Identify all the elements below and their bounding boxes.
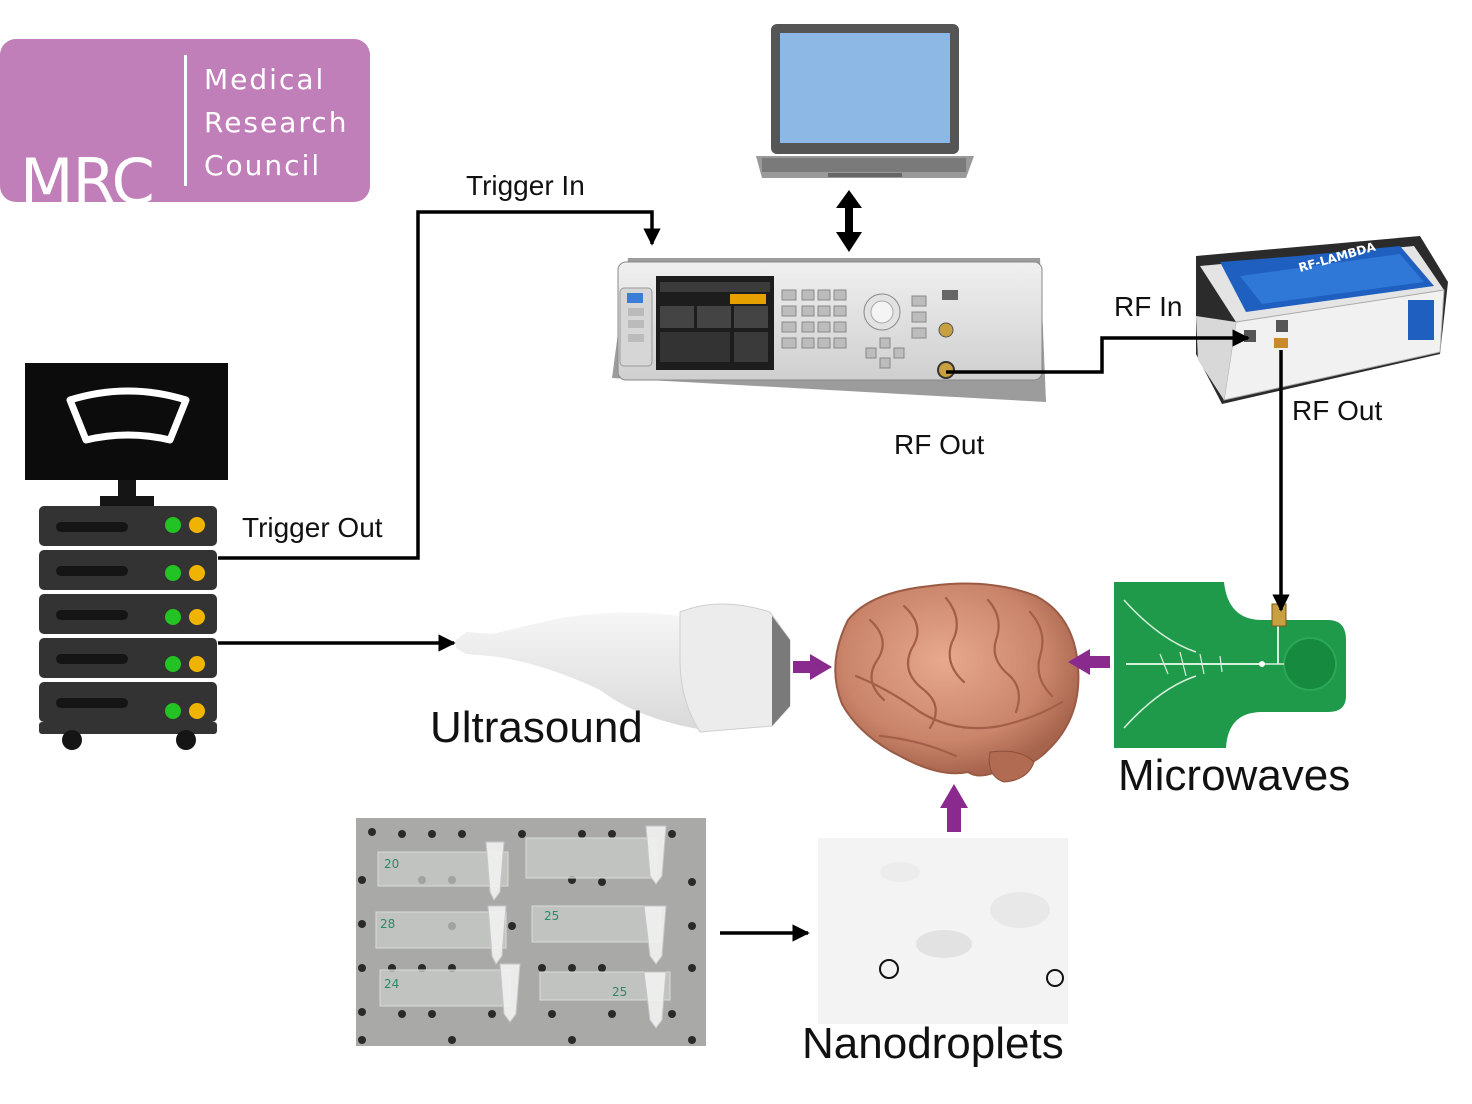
rf-out-amplifier-label: RF Out (1292, 395, 1383, 426)
logo-line-council: Council (204, 149, 322, 182)
mrc-logo: MRC Medical Research Council (0, 39, 370, 213)
trigger-out-label: Trigger Out (242, 512, 383, 543)
sample-label-1: 20 (384, 857, 399, 871)
sample-label-4: 24 (384, 977, 399, 991)
logo-line-research: Research (204, 106, 349, 139)
rf-in-line (946, 329, 1250, 374)
trigger-in-label: Trigger In (466, 170, 585, 201)
rf-in-label: RF In (1114, 291, 1183, 322)
sample-slides-photo (356, 818, 706, 1046)
trigger-line (218, 210, 661, 560)
rf-amplifier-icon (1196, 236, 1448, 404)
purple-arrow-up-icon (940, 784, 968, 832)
ultrasound-scanner-icon (25, 363, 228, 750)
microwave-antenna-icon (1114, 582, 1346, 748)
sample-label-5: 25 (612, 985, 627, 999)
nanodroplet-micrograph (818, 838, 1068, 1024)
ultrasound-label: Ultrasound (430, 703, 643, 752)
logo-abbreviation: MRC (20, 145, 155, 218)
nanodroplets-label: Nanodroplets (802, 1019, 1064, 1068)
sample-label-3: 25 (544, 909, 559, 923)
sample-label-2: 28 (380, 917, 395, 931)
rf-out-generator-label: RF Out (894, 429, 985, 460)
logo-line-medical: Medical (204, 63, 326, 96)
laptop-icon (756, 24, 974, 178)
brain-icon (834, 582, 1080, 783)
ultrasound-probe-icon (456, 603, 791, 733)
microwaves-label: Microwaves (1118, 751, 1351, 800)
purple-arrow-right-icon (793, 654, 832, 680)
purple-arrow-left-icon (1068, 649, 1110, 675)
signal-generator-icon (612, 258, 1046, 402)
double-arrow-icon (836, 190, 862, 252)
logo-divider (184, 55, 187, 186)
